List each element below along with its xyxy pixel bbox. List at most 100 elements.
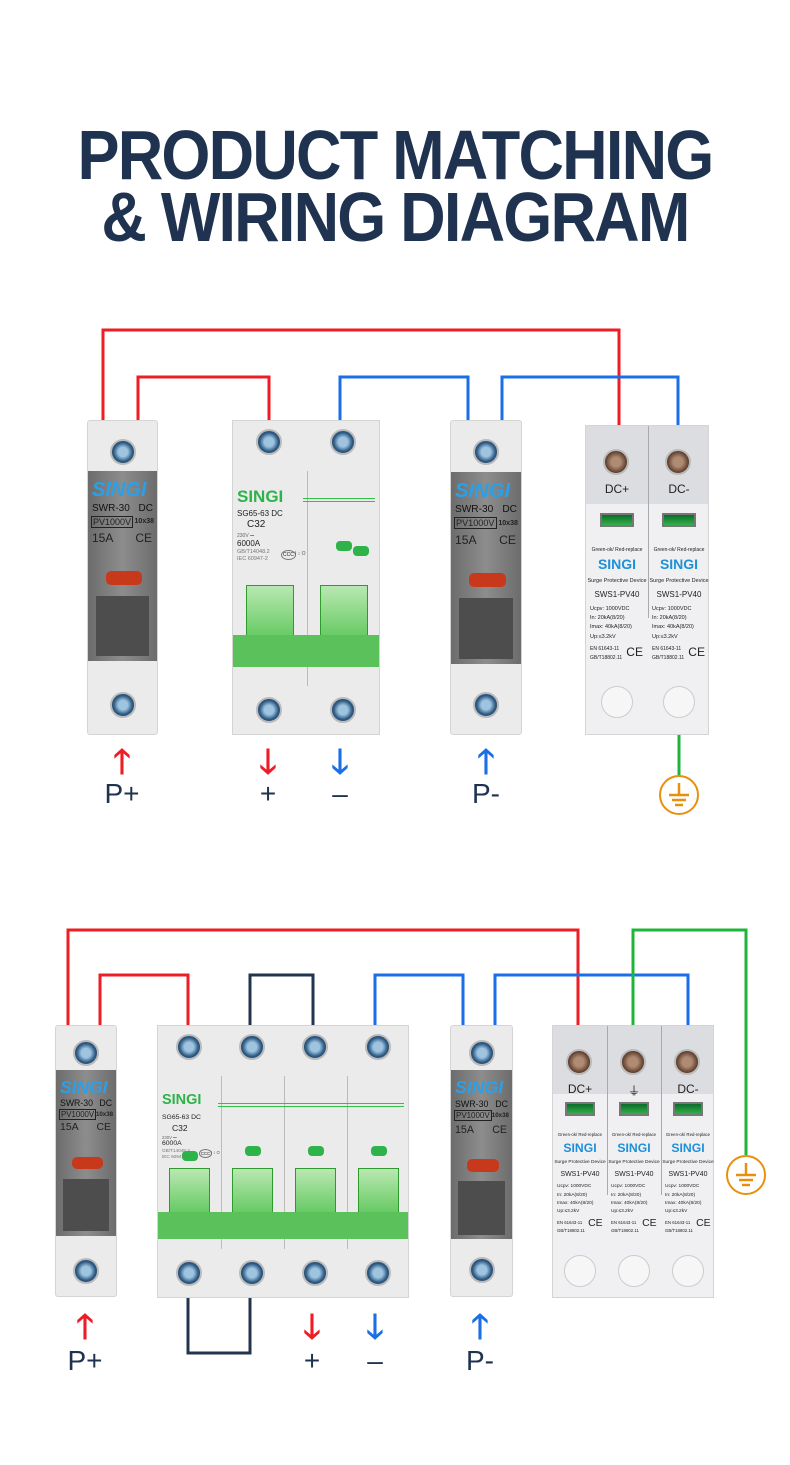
spd-model: SWS1-PV40 <box>614 1170 654 1178</box>
arrow-down-icon: 🡓 <box>366 1308 384 1346</box>
terminal-label: P- <box>472 778 500 809</box>
title-line-2: & WIRING DIAGRAM <box>101 178 690 256</box>
on-off-marking: I ↕ O <box>295 551 306 557</box>
fuse-brand: SINGI <box>92 479 147 501</box>
mcb-standard-2: IEC 60947-2 <box>162 1154 189 1160</box>
status-window <box>181 1151 198 1161</box>
mcb-breaking: 6000A <box>237 539 261 548</box>
mcb-standard-1: GB/T14048.2 <box>237 549 270 555</box>
fuse-voltage: PV1000V <box>91 516 134 528</box>
fuse-model: SWR-30 <box>92 503 130 514</box>
ce-mark: CE <box>688 644 705 659</box>
status-window <box>336 541 352 551</box>
terminal-screw-icon <box>238 1260 265 1286</box>
ce-mark: CE <box>588 1218 603 1230</box>
spd-in: In: 20kA(8/20) <box>557 1192 588 1198</box>
spd-description: Surge Protective Device <box>554 1159 606 1165</box>
test-port <box>564 1255 596 1288</box>
ce-mark: CE <box>96 1122 111 1134</box>
fuse-window <box>62 1178 110 1232</box>
mcb-breaking: 6000A <box>162 1139 182 1147</box>
spd-ucpv: Ucpv: 1000VDC <box>557 1184 592 1190</box>
ce-mark: CE <box>499 532 516 547</box>
terminal-label: DC- <box>668 482 690 496</box>
wire-bridge-top <box>248 973 315 1028</box>
pole-divider <box>648 426 649 619</box>
brand-stripe <box>217 1103 404 1107</box>
spd-ucpv: Ucpv: 1000VDC <box>590 605 630 612</box>
terminal-screw-icon <box>473 439 499 466</box>
spd-ucpv: Ucpv: 1000VDC <box>665 1184 700 1190</box>
on-off-marking: I ↕ O <box>210 1150 220 1156</box>
spd-model: SWS1-PV40 <box>656 590 702 600</box>
ccc-mark: CCC <box>281 550 296 560</box>
fuse-window <box>96 596 149 656</box>
spd-imax: Imax: 40kA(8/20) <box>665 1200 702 1206</box>
fuse-brand: SINGI <box>455 1077 504 1098</box>
spd-model: SWS1-PV40 <box>668 1170 708 1178</box>
ce-mark: CE <box>135 531 152 545</box>
test-port <box>601 686 633 719</box>
wire-bridge-bottom <box>186 1298 252 1355</box>
ce-mark: CE <box>642 1218 657 1230</box>
spd-indicator: Green-ok/ Red-replace <box>653 546 705 553</box>
spd-standard-2: GB/T18802.11 <box>652 655 685 662</box>
test-port <box>618 1255 650 1288</box>
fuse-window <box>459 598 513 660</box>
fuse-indicator <box>469 573 506 588</box>
spd-standard-1: EN 61643-11 <box>652 646 682 653</box>
spd-imax: Imax: 40kA(8/20) <box>557 1200 594 1206</box>
terminal-screw-icon <box>468 1040 495 1067</box>
fuse-rating: 15A <box>60 1122 79 1134</box>
spd-model: SWS1-PV40 <box>594 590 640 600</box>
status-indicator-window <box>618 1102 650 1117</box>
spd-description: Surge Protective Device <box>649 577 709 584</box>
spd-brand: SINGI <box>563 1140 597 1155</box>
wire-negative-1 <box>338 375 470 425</box>
test-port <box>663 686 695 719</box>
wire-negative-2 <box>500 375 680 440</box>
arrow-up-icon: 🡑 <box>113 743 131 781</box>
terminal-label: – <box>367 1345 383 1376</box>
terminal-label: ⏚ <box>627 1084 640 1098</box>
status-indicator-window <box>564 1102 596 1117</box>
fuse-type: DC <box>99 1097 112 1108</box>
wire-negative-4 <box>493 973 690 1040</box>
terminal-screw-icon <box>364 1034 391 1060</box>
ce-mark: CE <box>696 1218 711 1230</box>
terminal-screw-icon <box>256 429 282 455</box>
spd-indicator: Green-ok/ Red-replace <box>665 1132 711 1138</box>
spd-brand: SINGI <box>597 556 637 573</box>
wire-positive-4 <box>98 973 190 1028</box>
terminal-screw-icon <box>665 449 691 475</box>
wire-ground-2 <box>631 928 748 1155</box>
arrow-up-icon: 🡑 <box>477 743 495 781</box>
terminal-label: P- <box>466 1345 494 1376</box>
spd-in: In: 20kA(8/20) <box>652 615 687 622</box>
spd-standard-2: GB/T18802.11 <box>590 655 623 662</box>
handle-bar <box>158 1211 408 1239</box>
fuse-rating: 15A <box>455 1123 474 1136</box>
ce-mark: CE <box>492 1123 507 1136</box>
spd-up: Up:≤3.2kV <box>557 1208 580 1214</box>
terminal-label: P+ <box>67 1345 103 1376</box>
test-port <box>672 1255 704 1288</box>
fuse-indicator <box>466 1159 499 1172</box>
fuse-type: DC <box>138 503 153 514</box>
arrow-down-icon: 🡓 <box>331 743 349 781</box>
mcb-standard-2: IEC 60947-2 <box>237 556 268 562</box>
terminal-screw-icon <box>620 1049 646 1075</box>
terminal-screw-icon <box>238 1034 265 1060</box>
spd-standard-1: EN 61643-11 <box>557 1219 583 1225</box>
status-window <box>370 1146 387 1156</box>
terminal-screw-icon <box>330 697 356 723</box>
terminal-screw-icon <box>256 697 282 723</box>
spd-up: Up:≤3.2kV <box>665 1208 688 1214</box>
